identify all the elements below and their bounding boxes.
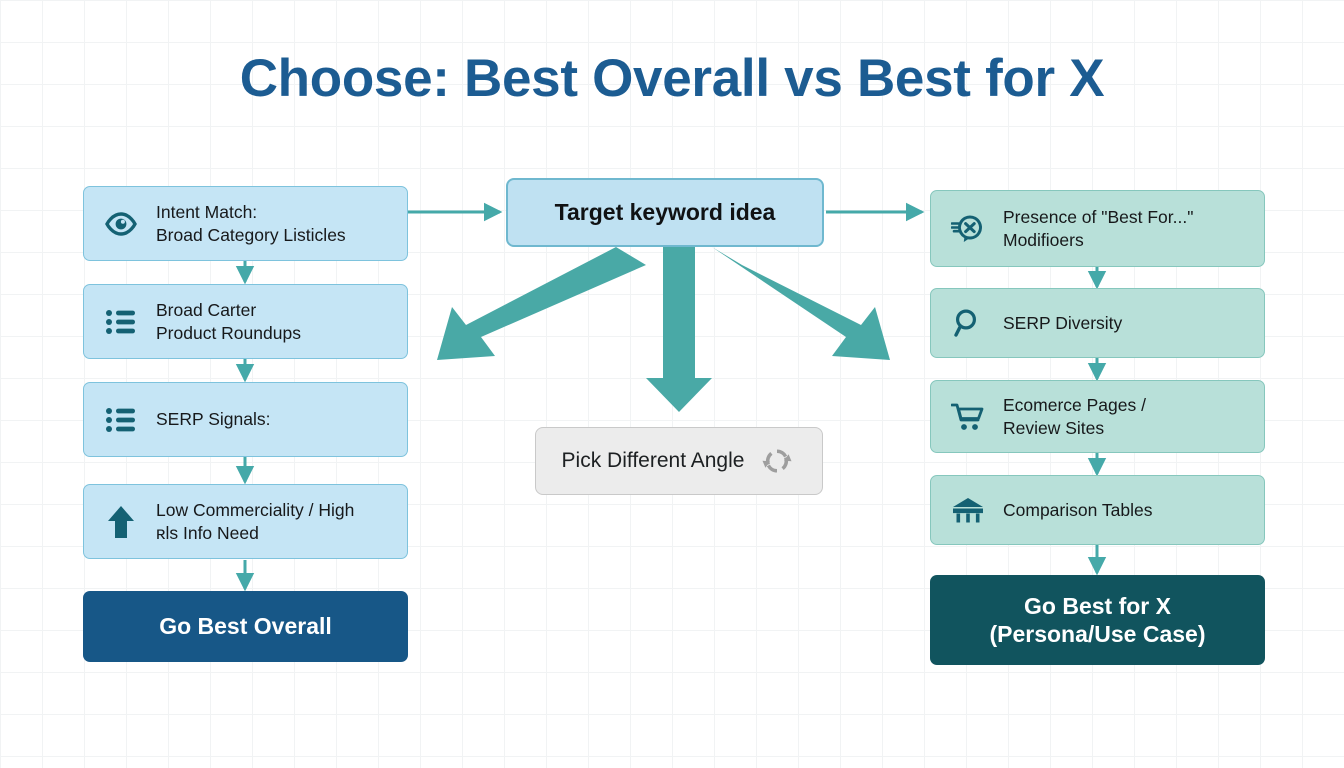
terminal-go-best-for-x[interactable]: Go Best for X (Persona/Use Case)	[930, 575, 1265, 665]
bullet-list-icon	[104, 406, 138, 434]
shopping-cart-icon	[951, 402, 985, 432]
pick-different-angle-label: Pick Different Angle	[561, 448, 745, 472]
magnifier-icon	[951, 308, 985, 338]
table-icon	[951, 496, 985, 524]
thick-arrow-down	[646, 247, 712, 412]
bullet-list-icon	[104, 308, 138, 336]
terminal-go-best-for-x-label: Go Best for X (Persona/Use Case)	[989, 592, 1206, 647]
left-node-1[interactable]: Intent Match: Broad Category Listicles	[83, 186, 408, 261]
thick-arrow-right	[712, 247, 890, 360]
left-node-4[interactable]: Low Commerciality / High ʀls Info Need	[83, 484, 408, 559]
left-node-4-label: Low Commerciality / High ʀls Info Need	[156, 500, 355, 543]
pick-different-angle-node[interactable]: Pick Different Angle	[535, 427, 823, 495]
left-node-2[interactable]: Broad Carter Product Roundups	[83, 284, 408, 359]
refresh-cycle-icon	[758, 443, 796, 479]
right-node-2[interactable]: SERP Diversity	[930, 288, 1265, 358]
thick-arrow-left	[437, 247, 646, 360]
up-arrow-icon	[104, 505, 138, 539]
left-node-3[interactable]: SERP Signals:	[83, 382, 408, 457]
right-node-1-label: Presence of "Best For..." Modifioers	[1003, 207, 1194, 250]
right-node-3[interactable]: Ecomerce Pages / Review Sites	[930, 380, 1265, 453]
left-node-2-label: Broad Carter Product Roundups	[156, 300, 301, 343]
eye-icon	[104, 211, 138, 237]
center-node-target-keyword[interactable]: Target keyword idea	[506, 178, 824, 247]
terminal-go-best-overall[interactable]: Go Best Overall	[83, 591, 408, 662]
right-node-4[interactable]: Comparison Tables	[930, 475, 1265, 545]
comment-x-icon	[951, 214, 985, 244]
left-node-3-label: SERP Signals:	[156, 409, 271, 430]
center-node-label: Target keyword idea	[554, 198, 776, 225]
right-node-4-label: Comparison Tables	[1003, 499, 1153, 520]
page-title: Choose: Best Overall vs Best for X	[239, 49, 1105, 108]
right-node-1[interactable]: Presence of "Best For..." Modifioers	[930, 190, 1265, 267]
terminal-go-best-overall-label: Go Best Overall	[159, 613, 332, 640]
left-node-1-label: Intent Match: Broad Category Listicles	[156, 202, 346, 245]
right-node-2-label: SERP Diversity	[1003, 312, 1123, 333]
right-node-3-label: Ecomerce Pages / Review Sites	[1003, 395, 1146, 438]
